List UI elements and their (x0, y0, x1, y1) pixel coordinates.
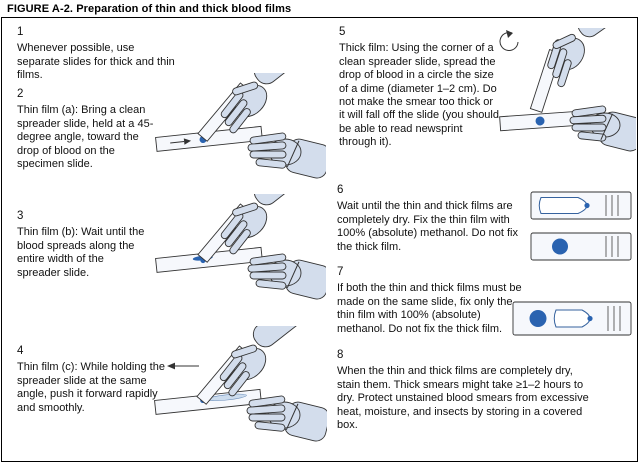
step-2-text: Thin film (a): Bring a clean spreader sl… (17, 104, 154, 171)
thick-film-slide (530, 232, 632, 261)
step-6-text: Wait until the thin and thick films are … (337, 200, 518, 253)
lower-gloved-hand (247, 253, 326, 300)
step-5: 5 Thick film: Using the corner of a clea… (339, 26, 501, 150)
step-3: 3 Thin film (b): Wait until the blood sp… (17, 210, 149, 280)
lower-gloved-hand (569, 105, 636, 152)
direction-arrow (170, 141, 185, 144)
upper-gloved-hand (220, 73, 302, 134)
thin-film-smear (538, 197, 588, 214)
thin-film-smear (553, 309, 591, 328)
step-7: 7 If both the thin and thick films must … (337, 266, 523, 336)
combined-slide (512, 301, 632, 336)
step-4: 4 Thin film (c): While holding the sprea… (17, 345, 165, 415)
step-8-number: 8 (337, 349, 344, 361)
step-8: 8 When the thin and thick films are comp… (337, 349, 599, 432)
step-5-illustration (499, 28, 636, 152)
circular-motion-arrow (499, 30, 519, 51)
step-1-number: 1 (17, 26, 24, 38)
step-3-illustration (155, 194, 326, 300)
step-2-number: 2 (17, 88, 24, 100)
step-2-illustration (155, 73, 326, 179)
step-6: 6 Wait until the thin and thick films ar… (337, 184, 533, 254)
thick-film-drop (535, 116, 545, 126)
step-3-text: Thin film (b): Wait until the blood spre… (17, 226, 145, 279)
step-8-text: When the thin and thick films are comple… (337, 365, 589, 432)
step-7-illustration (512, 301, 632, 336)
figure-box: 1 Whenever possible, use separate slides… (1, 17, 638, 462)
step-5-number: 5 (339, 26, 346, 38)
step-2: 2 Thin film (a): Bring a clean spreader … (17, 88, 163, 171)
upper-gloved-hand (220, 194, 302, 255)
step-6-number: 6 (337, 184, 344, 196)
lower-gloved-hand (246, 395, 327, 442)
figure-title: FIGURE A-2. Preparation of thin and thic… (7, 3, 292, 15)
thin-film-slide (530, 191, 632, 220)
step-1: 1 Whenever possible, use separate slides… (17, 26, 179, 83)
step-6-illustration (530, 191, 632, 261)
thick-film-spot (529, 310, 547, 327)
step-4-text: Thin film (c): While holding the spreade… (17, 361, 165, 414)
step-7-number: 7 (337, 266, 344, 278)
step-3-number: 3 (17, 210, 24, 222)
lower-gloved-hand (247, 132, 326, 179)
step-5-text: Thick film: Using the corner of a clean … (339, 42, 499, 149)
upper-gloved-hand (547, 28, 623, 88)
step-1-text: Whenever possible, use separate slides f… (17, 42, 175, 82)
step-7-text: If both the thin and thick films must be… (337, 282, 522, 335)
upper-gloved-hand (219, 326, 301, 397)
step-4-illustration (154, 326, 327, 442)
thick-film-spot (552, 238, 568, 255)
step-4-number: 4 (17, 345, 24, 357)
